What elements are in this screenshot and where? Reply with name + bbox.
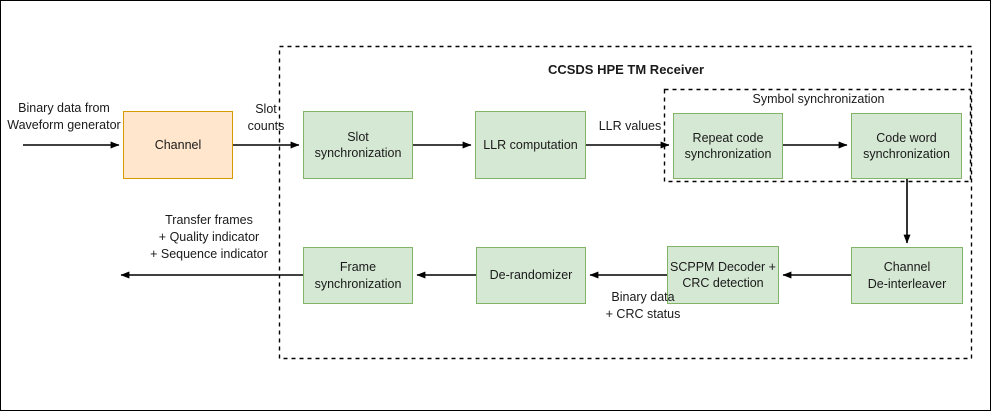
node-channel[interactable]: Channel (123, 111, 233, 179)
symbol-synchronization-title: Symbol synchronization (752, 92, 885, 106)
symbol-synchronization-boundary (663, 88, 972, 183)
node-de-randomizer-label: De-randomizer (489, 268, 573, 283)
node-de-randomizer[interactable]: De-randomizer (476, 247, 586, 304)
edge-label-output: Transfer frames+ Quality indicator+ Sequ… (150, 213, 268, 261)
diagram-title: CCSDS HPE TM Receiver (547, 62, 705, 77)
node-scppm-decoder-label: SCPPM Decoder +CRC detection (670, 259, 776, 291)
node-scppm-decoder[interactable]: SCPPM Decoder +CRC detection (667, 246, 779, 304)
edge-label-binary-data-crc-status: Binary data+ CRC status (605, 290, 681, 321)
ccsds-receiver-boundary (278, 45, 973, 360)
node-llr-computation-label: LLR computation (483, 137, 578, 152)
node-llr-computation[interactable]: LLR computation (475, 111, 586, 179)
node-channel-label: Channel (154, 137, 202, 152)
edge-label-llr-values: LLR values (598, 119, 662, 133)
